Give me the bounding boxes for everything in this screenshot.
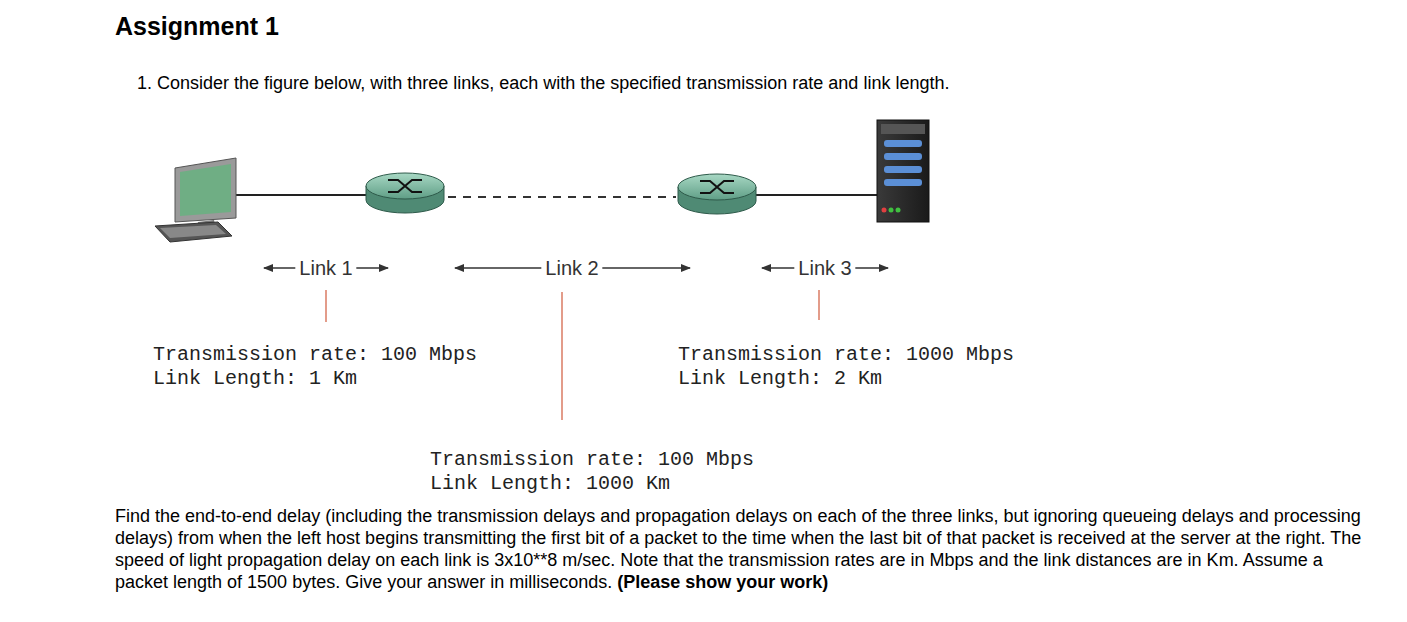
- link-name: Link 2: [541, 257, 602, 280]
- link-name: Link 3: [794, 257, 855, 280]
- question-text: 1. Consider the figure below, with three…: [137, 73, 949, 94]
- link-name: Link 1: [295, 257, 356, 280]
- rate-spec: Transmission rate: 100 Mbps: [153, 343, 477, 366]
- assignment-title: Assignment 1: [115, 12, 279, 41]
- length-spec: Link Length: 1 Km: [153, 367, 357, 390]
- length-spec: Link Length: 2 Km: [678, 367, 882, 390]
- long-link: [448, 196, 676, 198]
- wire: [232, 194, 878, 196]
- router: [678, 174, 756, 214]
- server: [877, 120, 929, 222]
- rate-spec: Transmission rate: 100 Mbps: [430, 448, 754, 471]
- problem-statement: Find the end-to-end delay (including the…: [115, 505, 1370, 593]
- router: [366, 173, 444, 213]
- host-computer: [155, 158, 236, 242]
- length-spec: Link Length: 1000 Km: [430, 472, 670, 495]
- work-note: (Please show your work): [617, 572, 828, 592]
- rate-spec: Transmission rate: 1000 Mbps: [678, 343, 1014, 366]
